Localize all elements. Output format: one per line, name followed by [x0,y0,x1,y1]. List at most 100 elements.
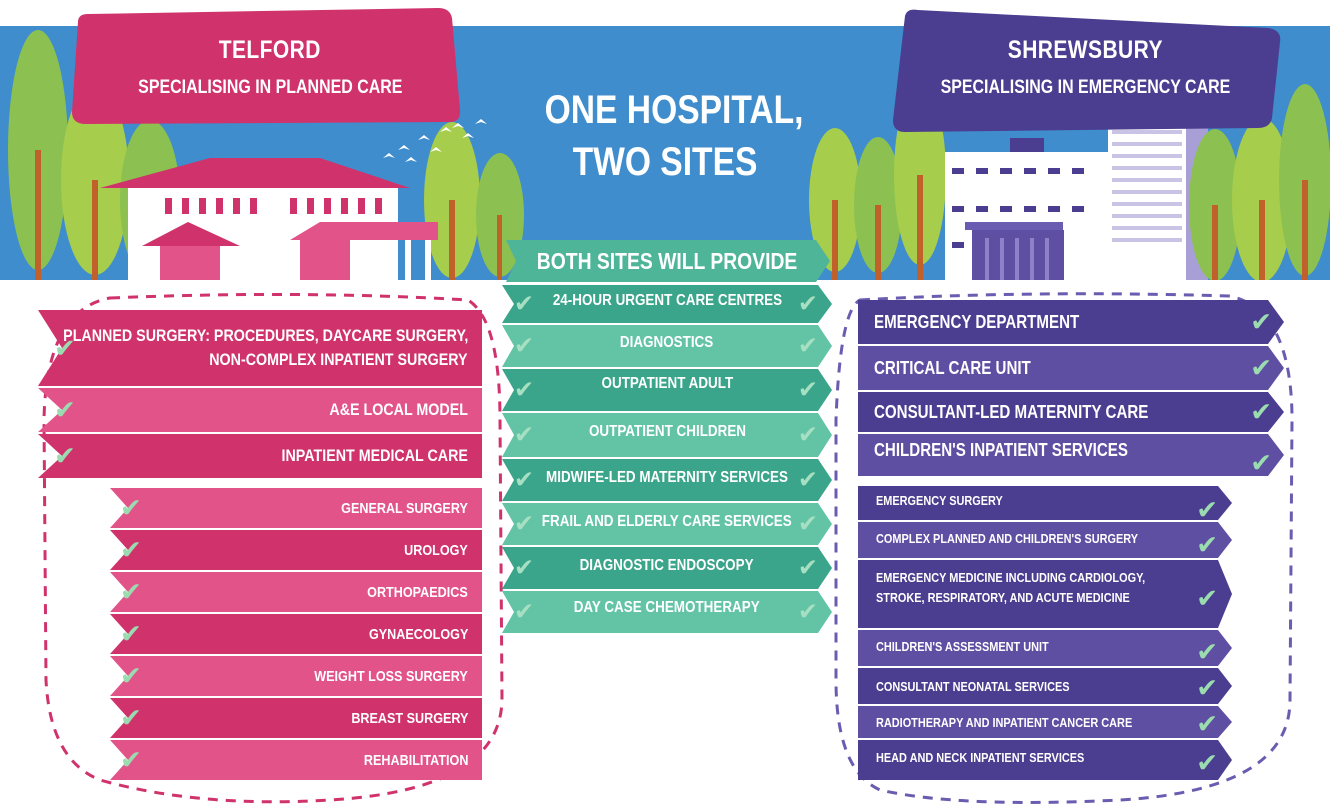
both-sites-item: ✔ DIAGNOSTICS ✔ [502,325,832,367]
telford-specialty-item: ✔ GENERAL SURGERY [112,488,468,528]
both-sites-ribbon [502,413,832,457]
shrewsbury-specialty-item: CHILDREN'S ASSESSMENT UNIT ✔ [876,630,1230,667]
check-icon: ✔ [514,332,535,360]
shrewsbury-specialty-ribbon [858,630,1232,666]
both-sites-item: ✔ OUTPATIENT CHILDREN ✔ [502,413,832,457]
shrewsbury-core-item: CONSULTANT-LED MATERNITY CARE ✔ [874,392,1282,432]
check-icon: ✔ [514,598,535,626]
telford-core-item: ✔ PLANNED SURGERY: PROCEDURES, DAYCARE S… [40,310,468,386]
shrewsbury-core-label: EMERGENCY DEPARTMENT [874,311,1080,332]
check-icon: ✔ [1196,529,1218,560]
both-sites-ribbon [502,503,832,545]
shrewsbury-hospital-building-icon [945,122,1208,280]
shrewsbury-specialty-label: HEAD AND NECK INPATIENT SERVICES [876,749,1085,765]
telford-specialty-label: WEIGHT LOSS SURGERY [314,667,468,685]
both-sites-ribbon [502,591,832,633]
birds-icon [383,119,487,162]
both-sites-ribbon [502,325,832,367]
both-sites-label: MIDWIFE-LED MATERNITY SERVICES [546,469,788,486]
telford-specialty-item: ✔ UROLOGY [112,530,468,570]
title-line-2: TWO SITES [572,140,758,184]
both-sites-item: ✔ DAY CASE CHEMOTHERAPY ✔ [502,591,832,633]
telford-specialty-ribbon [110,530,482,570]
check-icon: ✔ [797,554,818,582]
telford-core-item: ✔ A&E LOCAL MODEL [40,388,468,432]
telford-core-item: ✔ INPATIENT MEDICAL CARE [40,434,468,478]
shrewsbury-specialty-label: COMPLEX PLANNED AND CHILDREN'S SURGERY [876,530,1139,546]
telford-specialty-ribbon [110,698,482,738]
telford-specialty-label: ORTHOPAEDICS [367,583,468,601]
check-icon: ✔ [514,290,535,318]
check-icon: ✔ [1250,396,1272,427]
check-icon: ✔ [514,376,535,404]
telford-specialty-label: BREAST SURGERY [350,709,468,727]
telford-core-label: PLANNED SURGERY: PROCEDURES, DAYCARE SUR… [62,326,468,345]
shrewsbury-specialty-label: STROKE, RESPIRATORY, AND ACUTE MEDICINE [876,590,1130,605]
both-sites-item: ✔ OUTPATIENT ADULT ✔ [502,369,832,411]
title-line-1: ONE HOSPITAL, [544,88,804,132]
telford-specialty-ribbon [110,572,482,612]
shrewsbury-specialty-item: CONSULTANT NEONATAL SERVICES ✔ [876,668,1230,704]
shrewsbury-core-ribbon [858,392,1284,432]
check-icon: ✔ [1196,672,1218,703]
shrewsbury-name: SHREWSBURY [1007,36,1163,64]
telford-core-label: NON-COMPLEX INPATIENT SURGERY [209,350,468,369]
telford-dashed-outline [42,292,504,804]
both-sites-label: FRAIL AND ELDERLY CARE SERVICES [542,513,792,530]
shrewsbury-core-ribbon [858,300,1284,344]
telford-specialty-label: REHABILITATION [363,751,468,769]
check-icon: ✔ [797,598,818,626]
check-icon: ✔ [797,510,818,538]
shrewsbury-specialty-label: EMERGENCY MEDICINE INCLUDING CARDIOLOGY, [876,570,1146,585]
both-sites-ribbon [502,459,832,501]
shrewsbury-specialty-label: CHILDREN'S ASSESSMENT UNIT [876,638,1049,654]
check-icon: ✔ [120,534,142,565]
telford-card-shape [72,8,461,124]
check-icon: ✔ [1196,708,1218,739]
shrewsbury-site-card: SHREWSBURY SPECIALISING IN EMERGENCY CAR… [900,36,1270,99]
telford-core-label: A&E LOCAL MODEL [329,400,468,419]
shrewsbury-specialty-label: EMERGENCY SURGERY [876,492,1003,508]
telford-specialty-ribbon [110,488,482,528]
telford-core-label: INPATIENT MEDICAL CARE [281,446,468,465]
shrewsbury-specialty-item: EMERGENCY MEDICINE INCLUDING CARDIOLOGY,… [876,560,1230,628]
telford-specialty-ribbon [110,614,482,654]
telford-specialty-label: UROLOGY [404,541,468,559]
check-icon: ✔ [120,702,142,733]
check-icon: ✔ [797,466,818,494]
telford-name: TELFORD [218,36,322,64]
check-icon: ✔ [1196,636,1218,667]
check-icon: ✔ [514,554,535,582]
telford-core-ribbon [38,310,482,386]
check-icon: ✔ [1196,747,1218,778]
shrewsbury-core-item: EMERGENCY DEPARTMENT ✔ [874,300,1282,344]
both-sites-ribbon [502,369,832,411]
shrewsbury-specialty-item: COMPLEX PLANNED AND CHILDREN'S SURGERY ✔ [876,522,1230,560]
shrewsbury-specialty-ribbon [858,740,1232,780]
check-icon: ✔ [797,376,818,404]
telford-specialty-ribbon [110,740,482,780]
both-sites-ribbon [502,285,832,323]
telford-specialty-item: ✔ GYNAECOLOGY [112,614,468,654]
check-icon: ✔ [1250,447,1272,478]
check-icon: ✔ [797,421,818,449]
tree-icon [1189,129,1241,280]
shrewsbury-specialty-ribbon [858,668,1232,704]
telford-specialty-ribbon [110,656,482,696]
shrewsbury-core-ribbon [858,434,1284,476]
check-icon: ✔ [1250,306,1272,337]
telford-hospital-building-icon [100,158,438,280]
check-icon: ✔ [797,290,818,318]
telford-specialty-label: GENERAL SURGERY [341,499,468,517]
both-sites-item: ✔ MIDWIFE-LED MATERNITY SERVICES ✔ [502,459,832,501]
shrewsbury-specialty-label: CONSULTANT NEONATAL SERVICES [876,678,1070,694]
shrewsbury-specialty-item: HEAD AND NECK INPATIENT SERVICES ✔ [876,740,1230,778]
shrewsbury-core-item: CHILDREN'S INPATIENT SERVICES ✔ [874,434,1282,478]
check-icon: ✔ [120,492,142,523]
telford-site-card: TELFORD SPECIALISING IN PLANNED CARE [90,36,450,99]
check-icon: ✔ [120,576,142,607]
check-icon: ✔ [54,440,76,471]
both-sites-heading-ribbon [506,240,830,282]
shrewsbury-core-label: CRITICAL CARE UNIT [874,357,1031,378]
tree-icon [1279,84,1330,280]
